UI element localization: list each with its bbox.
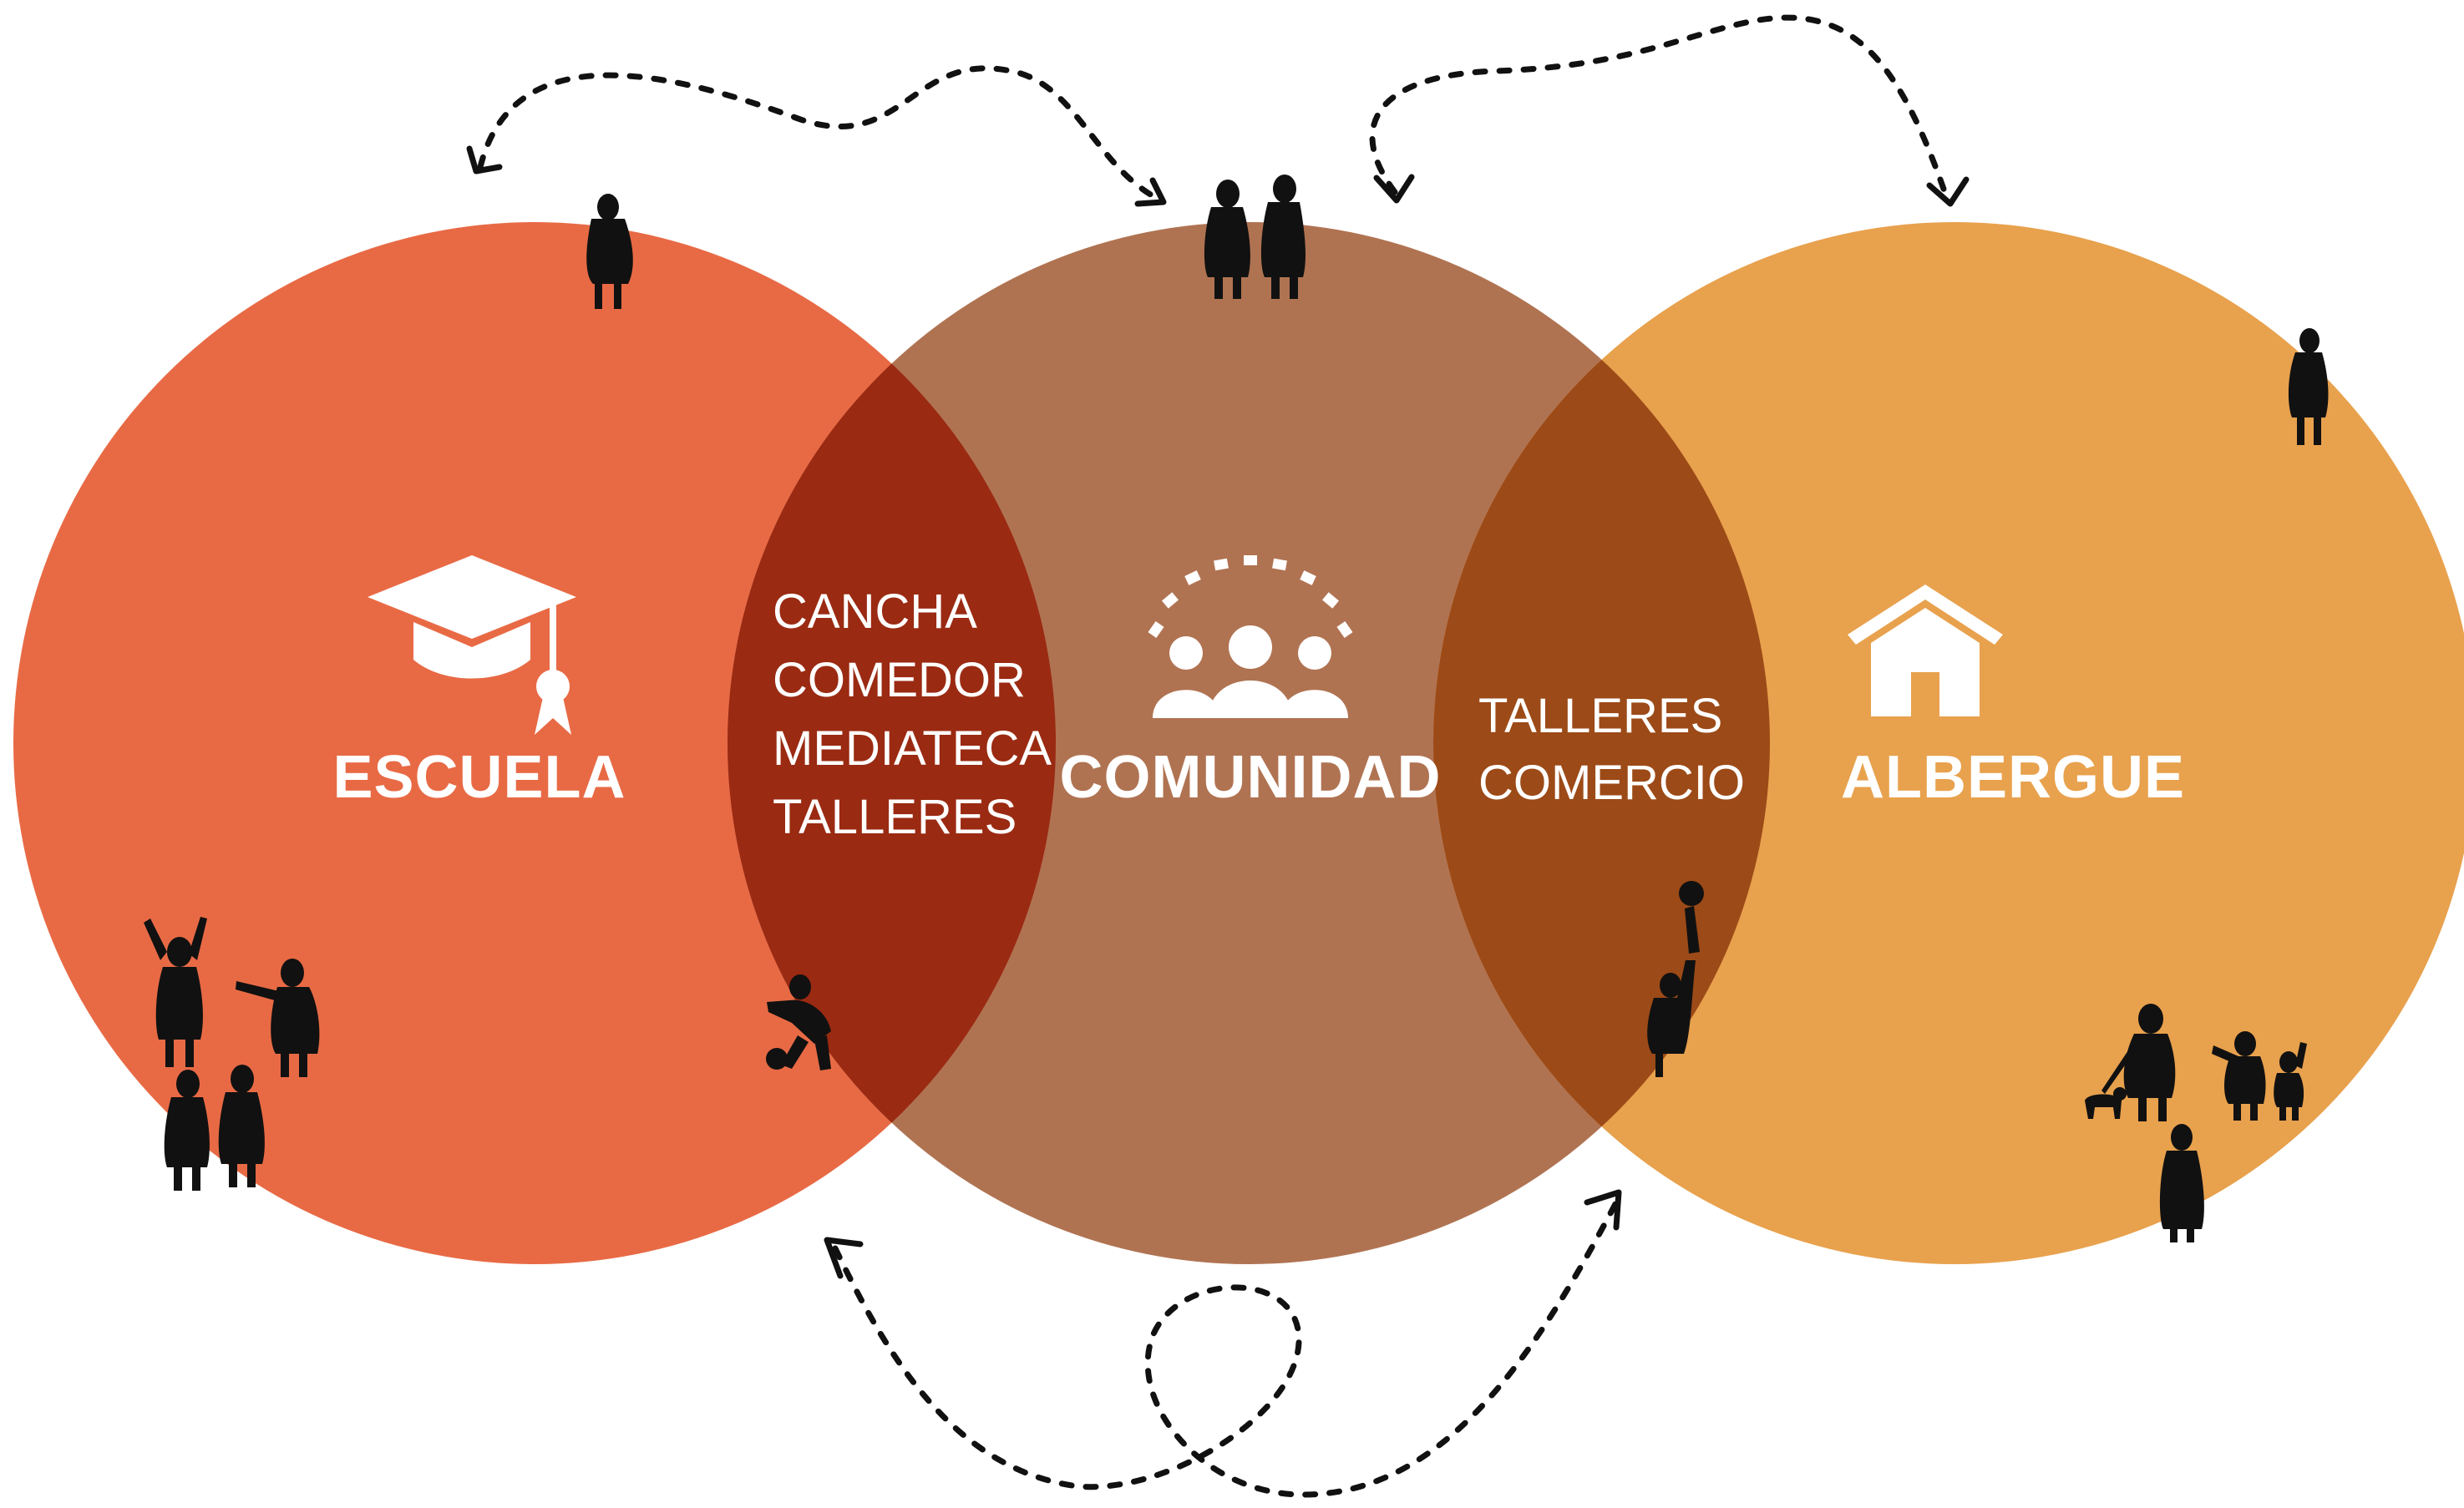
overlap-right bbox=[1433, 222, 1770, 1264]
overlap-right-item: TALLERES bbox=[1478, 689, 1722, 743]
person-silhouette bbox=[1204, 175, 1306, 299]
person-silhouette bbox=[144, 917, 207, 1067]
person-silhouette bbox=[2288, 328, 2329, 445]
overlap-right-item: COMERCIO bbox=[1478, 756, 1745, 810]
arrow-top-right bbox=[1369, 14, 1949, 200]
overlap-left-item: TALLERES bbox=[773, 790, 1017, 844]
person-silhouette bbox=[586, 194, 633, 309]
arrow-top-left bbox=[477, 65, 1164, 204]
overlap-left-item: CANCHA bbox=[773, 584, 977, 639]
person-silhouette bbox=[164, 1065, 265, 1191]
flow-arrows bbox=[466, 14, 1970, 1498]
person-silhouette bbox=[2085, 1004, 2176, 1121]
label-albergue: ALBERGUE bbox=[1841, 744, 2185, 811]
house-icon bbox=[1848, 584, 2003, 716]
arrow-bottom bbox=[832, 1199, 1620, 1498]
community-group-icon bbox=[1148, 555, 1353, 718]
person-silhouette bbox=[236, 959, 320, 1077]
person-silhouette bbox=[766, 974, 831, 1070]
person-silhouette bbox=[2159, 1124, 2204, 1242]
overlap-left-item: MEDIATECA bbox=[773, 721, 1052, 776]
person-silhouette bbox=[1647, 881, 1704, 1077]
people-silhouettes bbox=[144, 175, 2329, 1242]
label-comunidad: COMUNIDAD bbox=[1060, 744, 1442, 811]
person-silhouette bbox=[2212, 1031, 2307, 1121]
label-escuela: ESCUELA bbox=[332, 744, 626, 811]
graduation-cap-icon bbox=[368, 555, 576, 735]
overlap-left-item: COMEDOR bbox=[773, 653, 1026, 707]
